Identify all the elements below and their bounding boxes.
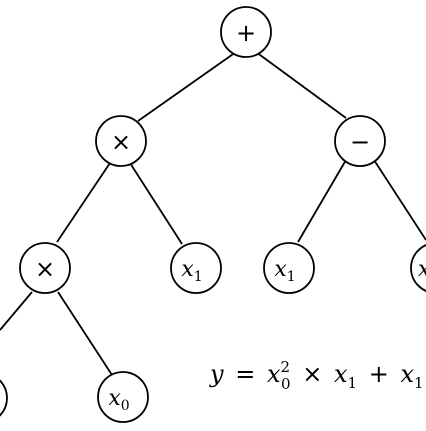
edge-minus-to-x1 xyxy=(297,159,347,243)
variable-label: x xyxy=(418,257,426,282)
edge-root-to-minus xyxy=(255,51,347,119)
node-circle xyxy=(170,242,222,294)
node-multiply-inner: × xyxy=(19,242,71,294)
variable-label: x0 xyxy=(108,386,129,414)
node-circle xyxy=(410,244,426,292)
multiply-operator: × xyxy=(35,255,55,283)
node-circle xyxy=(19,242,71,294)
node-circle xyxy=(334,115,386,167)
plus-operator: + xyxy=(236,19,256,47)
edge-inner-mult-to-offscreen xyxy=(0,291,33,331)
edge-mult-to-inner-mult xyxy=(56,162,111,243)
edge-root-to-mult xyxy=(137,51,237,122)
edge-inner-mult-to-x0 xyxy=(57,291,113,376)
node-circle xyxy=(263,242,315,294)
node-cutoff-left xyxy=(0,379,8,417)
variable-label: x1 xyxy=(274,257,295,285)
node-root-plus: + xyxy=(220,6,272,58)
node-x1-mid: x1 xyxy=(170,242,222,294)
node-circle xyxy=(95,115,147,167)
node-minus-right: − xyxy=(334,115,386,167)
node-circle xyxy=(0,379,8,417)
node-multiply-left: × xyxy=(95,115,147,167)
multiply-operator: × xyxy=(111,128,131,156)
variable-label: x1 xyxy=(181,257,202,285)
minus-operator: − xyxy=(350,128,370,156)
edge-mult-to-x1 xyxy=(129,162,183,245)
node-circle xyxy=(97,371,149,423)
node-x0-bottom: x0 xyxy=(97,371,149,423)
node-x1-right: x1 xyxy=(263,242,315,294)
edge-minus-to-offscreen xyxy=(373,159,426,241)
node-circle xyxy=(220,6,272,58)
node-cutoff-right: x xyxy=(410,244,426,292)
